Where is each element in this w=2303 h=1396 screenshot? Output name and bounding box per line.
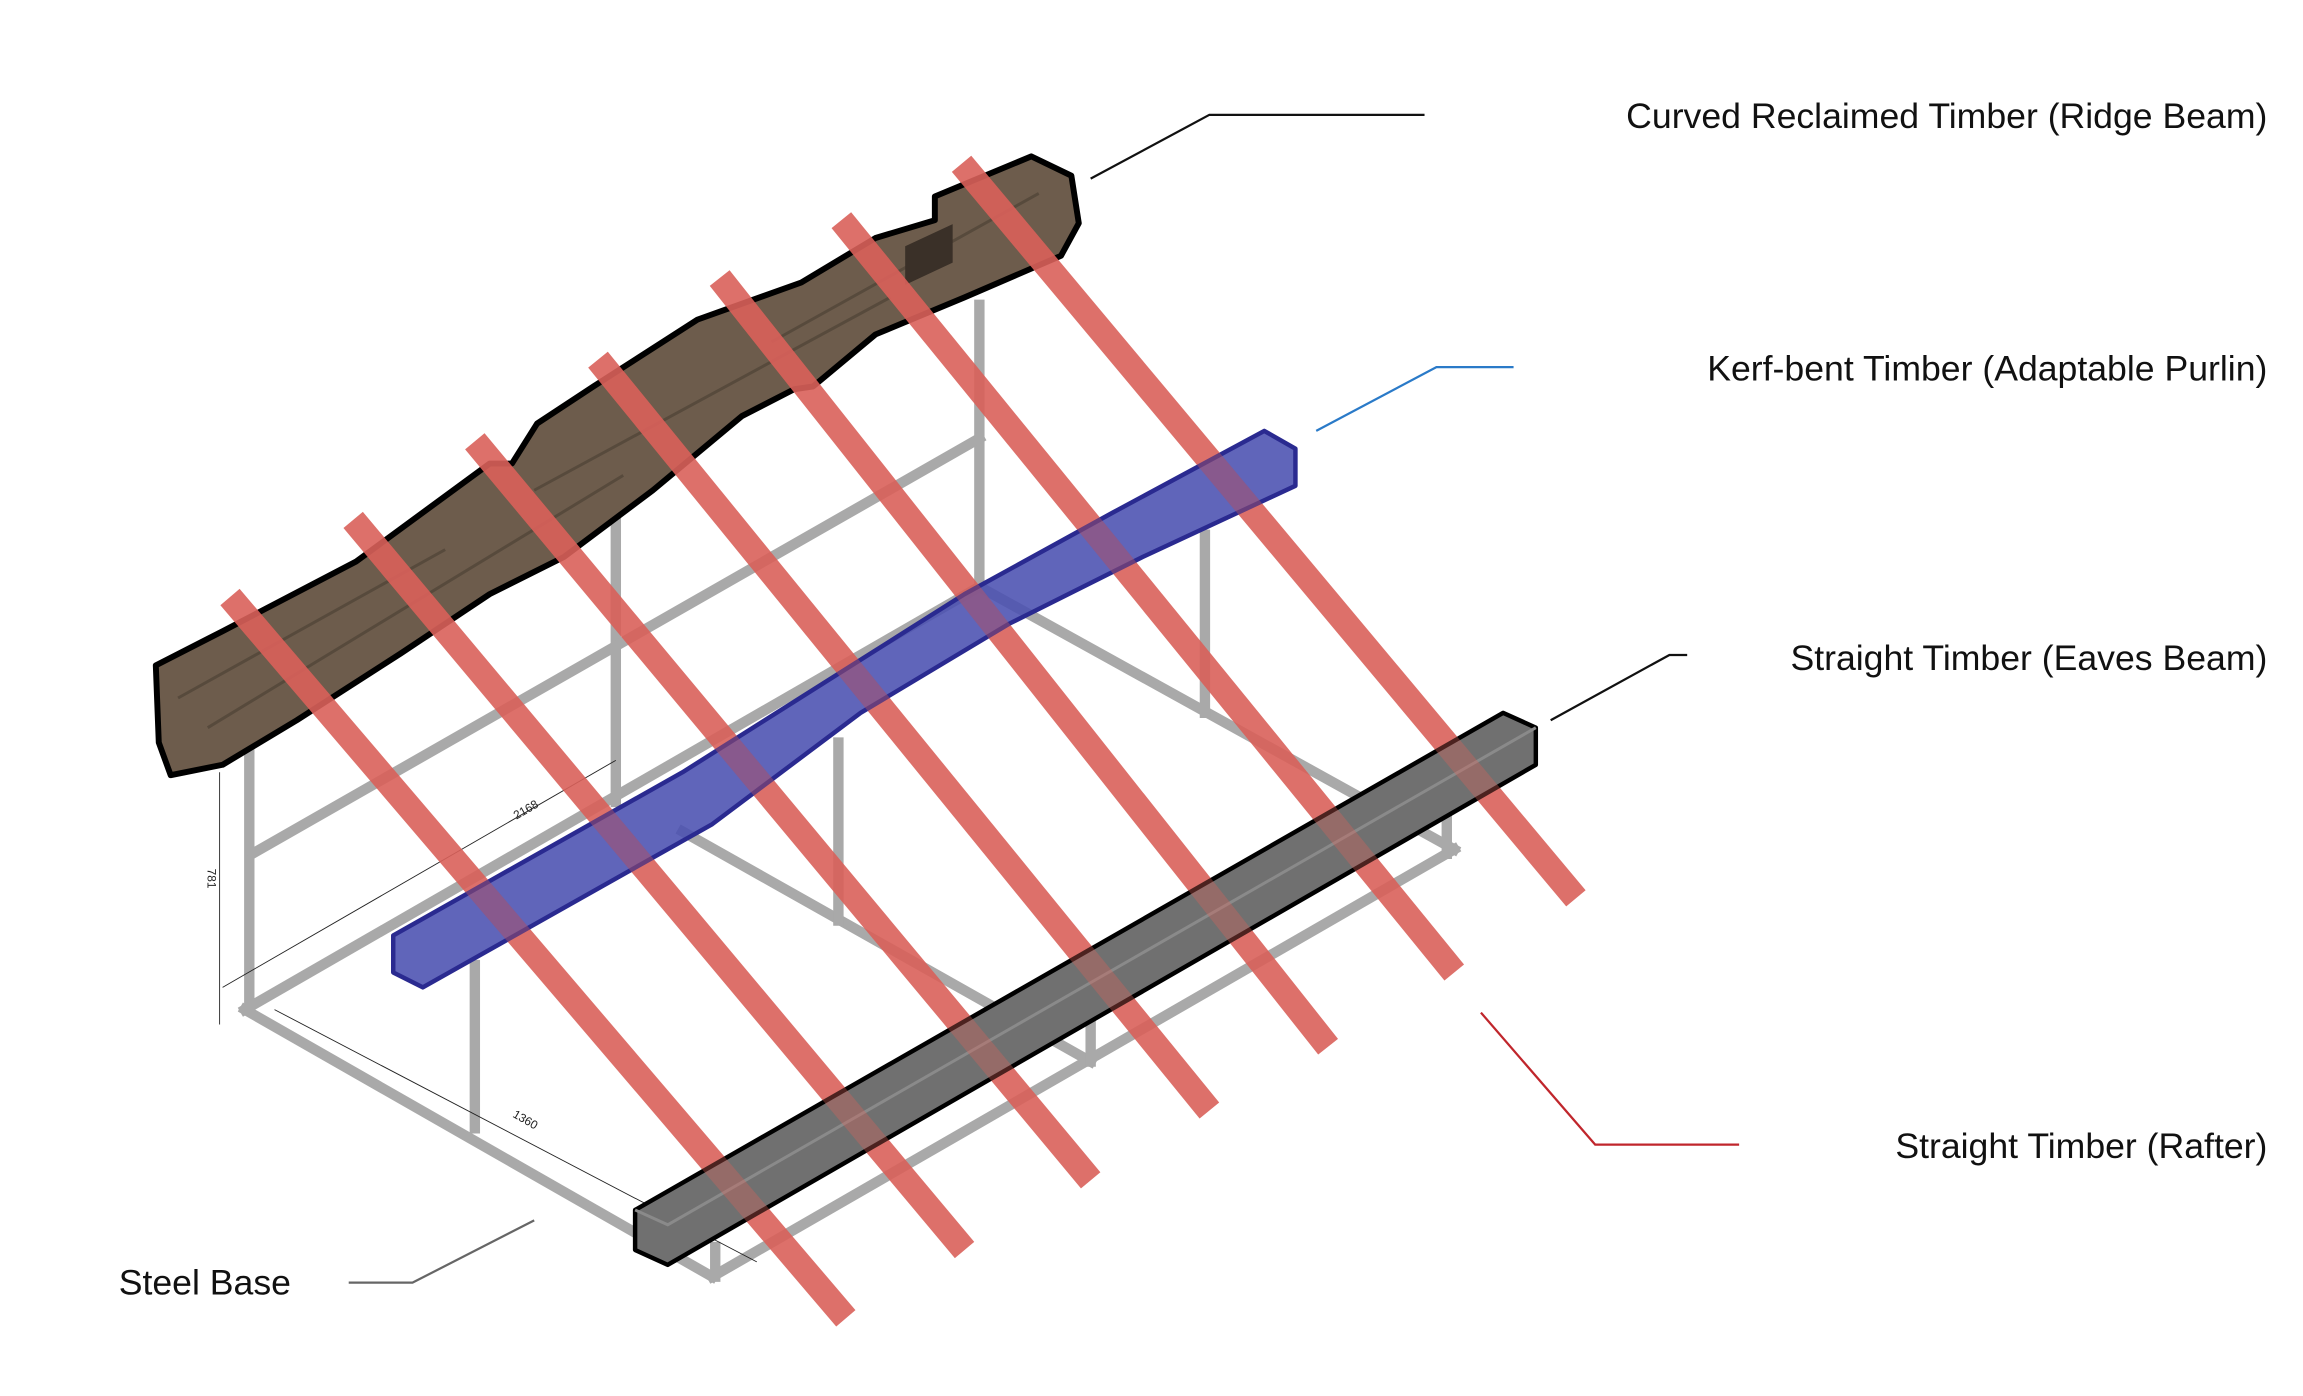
steel-upper-rail <box>245 431 987 861</box>
dimension-line-length <box>222 759 617 988</box>
dimension-length-label: 2168 <box>511 797 541 823</box>
rafter-3-overlay <box>465 433 1101 1189</box>
purlin-kerf-bent-timber <box>391 428 1298 990</box>
rafter-2-overlay <box>343 511 975 1259</box>
label-steel-base: Steel Base <box>119 1263 291 1303</box>
label-ridge-beam: Curved Reclaimed Timber (Ridge Beam) <box>1626 96 2267 136</box>
rafter-4-overlay <box>588 351 1220 1119</box>
leader-rafter <box>1480 1011 1740 1146</box>
purlin-body <box>391 428 1298 990</box>
dimension-height-label: 781 <box>205 869 219 889</box>
leader-base <box>348 1219 535 1284</box>
rafter-6-overlay <box>831 212 1464 981</box>
ridge-beam-notch <box>905 224 953 285</box>
rafter-5-overlay <box>709 270 1338 1055</box>
leader-eaves <box>1550 653 1688 722</box>
dimension-width-label: 1360 <box>510 1107 540 1133</box>
leader-lines <box>348 113 1740 1284</box>
label-eaves-beam: Straight Timber (Eaves Beam) <box>1790 638 2267 678</box>
eaves-beam-top-face <box>634 726 1537 1227</box>
rafters-overlay <box>220 155 1586 1327</box>
leader-ridge <box>1090 113 1425 180</box>
rafter-1-overlay <box>220 588 856 1327</box>
label-purlin: Kerf-bent Timber (Adaptable Purlin) <box>1707 348 2267 388</box>
label-rafter: Straight Timber (Rafter) <box>1895 1126 2267 1166</box>
leader-purlin <box>1315 365 1514 432</box>
rafter-7-overlay <box>951 155 1586 907</box>
eaves-beam-body <box>632 710 1539 1268</box>
eaves-beam-straight-timber <box>632 710 1539 1268</box>
